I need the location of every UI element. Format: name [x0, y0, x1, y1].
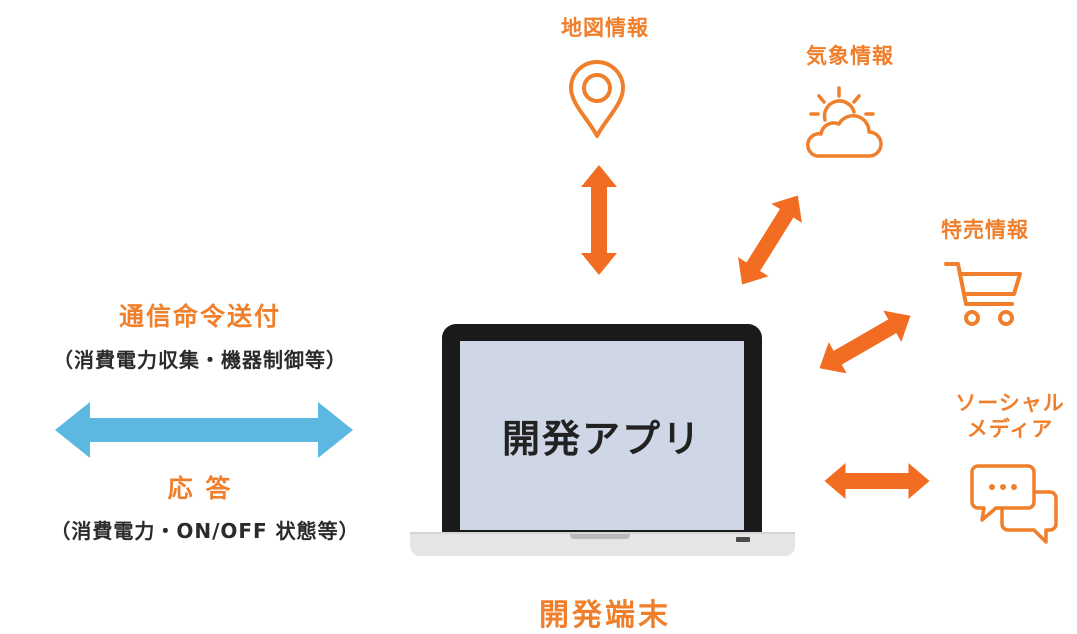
social-media-label-line2: メディア	[966, 417, 1054, 441]
laptop-indicator-light	[736, 537, 750, 542]
chat-bubbles-icon	[970, 464, 1058, 544]
command-send-title: 通信命令送付	[118, 302, 281, 331]
sale-double-arrow	[810, 300, 920, 384]
laptop-trackpad-notch	[570, 534, 630, 539]
map-pin-icon	[569, 60, 625, 138]
response-title: 応 答	[167, 474, 233, 503]
laptop: 開発アプリ	[410, 320, 795, 556]
map-info-label: 地図情報	[561, 16, 649, 40]
screen-app-text: 開発アプリ	[501, 417, 702, 461]
weather-double-arrow	[726, 185, 814, 295]
shopping-cart-icon	[944, 262, 1022, 326]
social-media-label-line1: ソーシャル	[955, 391, 1065, 415]
map-double-arrow	[581, 165, 617, 275]
weather-icon	[806, 86, 883, 158]
command-send-detail: （消費電力収集・機器制御等）	[53, 348, 347, 372]
sale-info-label: 特売情報	[941, 218, 1029, 242]
left-blue-double-arrow	[55, 402, 353, 458]
social-media-label: ソーシャル メディア	[945, 390, 1075, 442]
laptop-screen: 開発アプリ	[460, 341, 744, 530]
weather-info-label: 気象情報	[806, 44, 894, 68]
response-detail: （消費電力・ON/OFF 状態等）	[50, 519, 360, 543]
dev-terminal-caption: 開発端末	[539, 598, 671, 633]
social-double-arrow	[824, 463, 930, 499]
